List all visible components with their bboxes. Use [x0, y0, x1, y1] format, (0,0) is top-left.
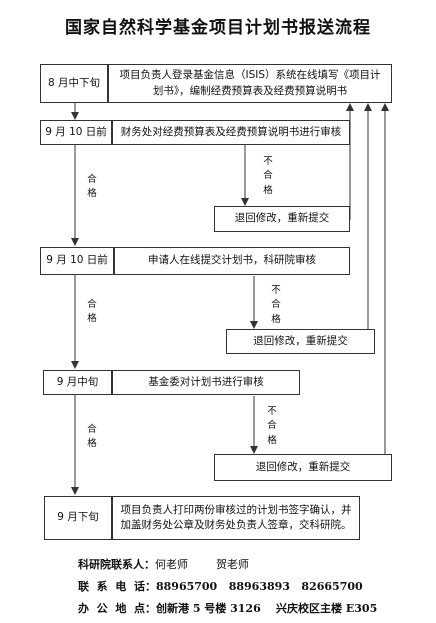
reject-box-3: 退回修改，重新提交 [214, 454, 392, 481]
reject-text-3: 退回修改，重新提交 [255, 460, 351, 473]
step3-time: 9 月 10 日前 [40, 247, 114, 275]
step4-time-text: 9 月中旬 [56, 375, 99, 388]
step1-time-text: 8 月中下旬 [47, 76, 101, 89]
step3-time-text: 9 月 10 日前 [46, 254, 108, 267]
fail-label-2: 不合格 [271, 285, 281, 325]
step5-time-text: 9 月下旬 [57, 511, 99, 524]
fail-label-1: 不合格 [263, 156, 273, 196]
step1-desc-text: 项目负责人登录基金信息（ISIS）系统在线填写《项目计划书》，编制经费预算表及经… [119, 69, 381, 97]
step2-time-text: 9 月 10 日前 [45, 125, 107, 138]
address-text: 创新港 5 号楼 3126 兴庆校区主楼 E305 [155, 602, 378, 615]
phone-line: 联 系 电 话：88965700 88963893 82665700 [78, 578, 363, 594]
reject-text-2: 退回修改，重新提交 [253, 334, 348, 347]
step5-time: 9 月下旬 [44, 496, 112, 540]
step1-time: 8 月中下旬 [40, 64, 108, 103]
pass-label-3: 合格 [87, 424, 97, 450]
return-path-2 [364, 103, 375, 341]
phone-numbers: 88965700 88963893 82665700 [155, 580, 363, 593]
address-label: 办 公 地 点： [78, 602, 156, 615]
page-title: 国家自然科学基金项目计划书报送流程 [65, 18, 371, 38]
reject-box-1: 退回修改，重新提交 [214, 206, 350, 232]
step4-desc-text: 基金委对计划书进行审核 [148, 375, 264, 388]
contact-names: 何老师 贺老师 [155, 558, 249, 571]
step2-desc-text: 财务处对经费预算表及经费预算说明书进行审核 [120, 125, 342, 138]
step4-time: 9 月中旬 [43, 370, 112, 395]
fail-label-3: 不合格 [267, 406, 277, 446]
reject-box-2: 退回修改，重新提交 [226, 329, 375, 354]
step2-time: 9 月 10 日前 [40, 120, 112, 145]
pass-label-1: 合格 [87, 174, 97, 200]
return-path-3 [381, 103, 392, 468]
pass-label-2: 合格 [87, 299, 97, 325]
step2-desc: 财务处对经费预算表及经费预算说明书进行审核 [112, 120, 350, 145]
step5-desc-text: 项目负责人打印两份审核过的计划书签字确认，并加盖财务处公章及财务处负责人签章，交… [120, 503, 352, 531]
contact-label: 科研院联系人： [78, 558, 155, 571]
step1-desc: 项目负责人登录基金信息（ISIS）系统在线填写《项目计划书》，编制经费预算表及经… [108, 64, 392, 103]
contact-line: 科研院联系人：何老师 贺老师 [78, 556, 249, 572]
reject-text-1: 退回修改，重新提交 [234, 212, 330, 225]
phone-label: 联 系 电 话： [78, 580, 156, 593]
step5-desc: 项目负责人打印两份审核过的计划书签字确认，并加盖财务处公章及财务处负责人签章，交… [112, 496, 360, 540]
step4-desc: 基金委对计划书进行审核 [112, 370, 300, 395]
step3-desc: 申请人在线提交计划书，科研院审核 [114, 247, 350, 275]
address-line: 办 公 地 点：创新港 5 号楼 3126 兴庆校区主楼 E305 [78, 600, 377, 616]
step3-desc-text: 申请人在线提交计划书，科研院审核 [148, 254, 316, 267]
